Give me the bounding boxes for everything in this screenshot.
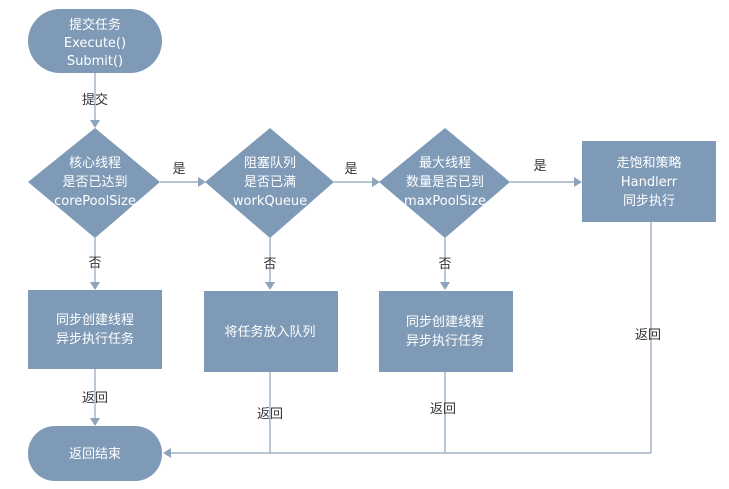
- reject-policy-line1: 走饱和策略: [616, 155, 681, 171]
- start-node-line2: Execute(): [64, 36, 126, 51]
- edge-label-submit: 提交: [82, 92, 108, 108]
- process-create-thread-1-line2: 异步执行任务: [56, 331, 134, 347]
- process-enqueue-line1: 将任务放入队列: [224, 324, 315, 340]
- process-create-thread-2-line1: 同步创建线程: [406, 315, 484, 330]
- edge-label-no2: 否: [263, 257, 276, 272]
- decision-work-queue-line2: 是否已满: [244, 175, 296, 190]
- arrowhead: [574, 177, 582, 187]
- arrowhead: [372, 177, 380, 187]
- arrowhead: [90, 282, 100, 290]
- edge-labels: 提交 是 是 是 否 否 否 返回 返回 返回 返回: [82, 92, 661, 422]
- decision-max-pool: [379, 128, 510, 238]
- edge-label-return1: 返回: [82, 391, 108, 406]
- decision-core-pool-line1: 核心线程: [69, 156, 121, 171]
- edges: [90, 73, 652, 458]
- start-node-line1: 提交任务: [69, 17, 121, 33]
- edge-label-no3: 否: [438, 257, 451, 272]
- start-node: [28, 9, 162, 73]
- arrowhead: [163, 448, 171, 458]
- decision-max-pool-line3: maxPoolSize: [404, 194, 486, 209]
- process-create-thread-2: [379, 291, 513, 372]
- decision-max-pool-line2: 数量是否已到: [406, 175, 484, 190]
- edge-label-return2: 返回: [257, 407, 283, 422]
- end-node-label: 返回结束: [69, 447, 121, 462]
- edge-label-yes2: 是: [344, 162, 357, 177]
- edge-label-return4: 返回: [635, 328, 661, 343]
- process-create-thread-1-line1: 同步创建线程: [56, 313, 134, 328]
- arrowhead: [440, 282, 450, 290]
- edge-label-return3: 返回: [430, 402, 456, 417]
- process-create-thread-2-line2: 异步执行任务: [406, 333, 484, 349]
- decision-core-pool: [28, 128, 160, 238]
- nodes: 提交任务 Execute() Submit() 核心线程 是否已达到 coreP…: [28, 9, 716, 481]
- edge-label-no1: 否: [88, 256, 101, 271]
- reject-policy-line2: Handlerr: [621, 175, 678, 190]
- end-node: [28, 426, 162, 481]
- decision-core-pool-line3: corePoolSize: [54, 194, 136, 209]
- decision-work-queue-line1: 阻塞队列: [244, 155, 296, 171]
- reject-policy-line3: 同步执行: [623, 194, 675, 209]
- arrowhead: [198, 177, 206, 187]
- arrowhead: [265, 282, 275, 290]
- decision-max-pool-line1: 最大线程: [419, 156, 471, 171]
- arrowhead: [90, 418, 100, 426]
- edge-label-yes3: 是: [533, 159, 546, 174]
- edge-label-yes1: 是: [172, 162, 185, 177]
- decision-work-queue-line3: workQueue: [233, 194, 307, 209]
- process-create-thread-1: [28, 290, 162, 369]
- decision-work-queue: [205, 128, 334, 238]
- process-enqueue: [204, 291, 338, 372]
- decision-core-pool-line2: 是否已达到: [62, 175, 127, 190]
- start-node-line3: Submit(): [67, 54, 123, 69]
- arrowhead: [90, 120, 100, 128]
- reject-policy-node: [582, 141, 716, 222]
